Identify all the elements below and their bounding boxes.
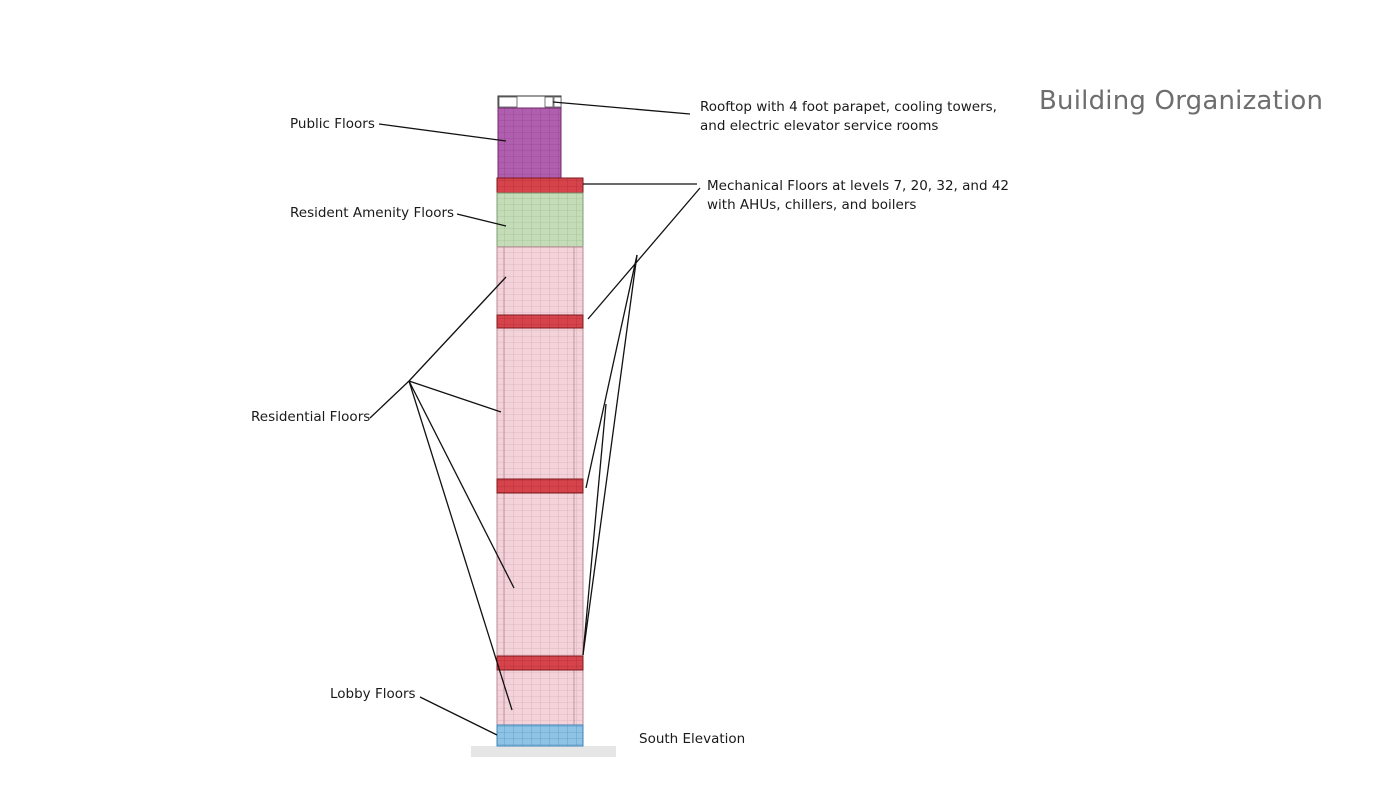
resident-amenity-floors-zone (496, 192, 584, 248)
label-lobby-floors: Lobby Floors (330, 686, 416, 702)
rooftop-zone (497, 95, 562, 109)
leader-residential-5 (408, 380, 513, 711)
leader-residential-2 (408, 276, 507, 382)
leader-public-floors (378, 123, 507, 142)
mechanical-floor-7 (496, 655, 584, 671)
label-rooftop-line2: and electric elevator service rooms (700, 118, 939, 134)
leader-rooftop (552, 101, 691, 115)
label-resident-amenity-floors: Resident Amenity Floors (290, 205, 455, 221)
mechanical-floor-32 (496, 314, 584, 329)
public-floors-zone (497, 107, 562, 179)
lobby-floors-zone (496, 724, 584, 747)
label-mechanical-line2: with AHUs, chillers, and boilers (707, 197, 917, 213)
leader-mechanical-7b (582, 403, 607, 656)
label-south-elevation: South Elevation (639, 731, 746, 747)
label-residential-floors: Residential Floors (251, 409, 371, 425)
mechanical-floor-20 (496, 478, 584, 494)
leader-residential-4 (408, 380, 515, 589)
leader-mechanical-7a (582, 254, 638, 656)
leader-residential-1 (369, 380, 410, 419)
page-title: Building Organization (1039, 86, 1324, 116)
label-rooftop: Rooftop with 4 foot parapet, cooling tow… (700, 98, 997, 136)
mechanical-floor-42 (496, 177, 584, 194)
ground-slab (471, 746, 616, 757)
label-public-floors: Public Floors (290, 116, 375, 132)
label-mechanical-floors: Mechanical Floors at levels 7, 20, 32, a… (707, 177, 1009, 215)
leader-residential-3 (408, 380, 502, 413)
label-mechanical-line1: Mechanical Floors at levels 7, 20, 32, a… (707, 178, 1010, 194)
leader-amenity-floors (456, 213, 507, 227)
leader-mechanical-32 (587, 187, 701, 320)
leader-lobby-floors (419, 696, 498, 736)
leader-mechanical-20 (585, 254, 638, 489)
label-rooftop-line1: Rooftop with 4 foot parapet, cooling tow… (700, 99, 997, 115)
